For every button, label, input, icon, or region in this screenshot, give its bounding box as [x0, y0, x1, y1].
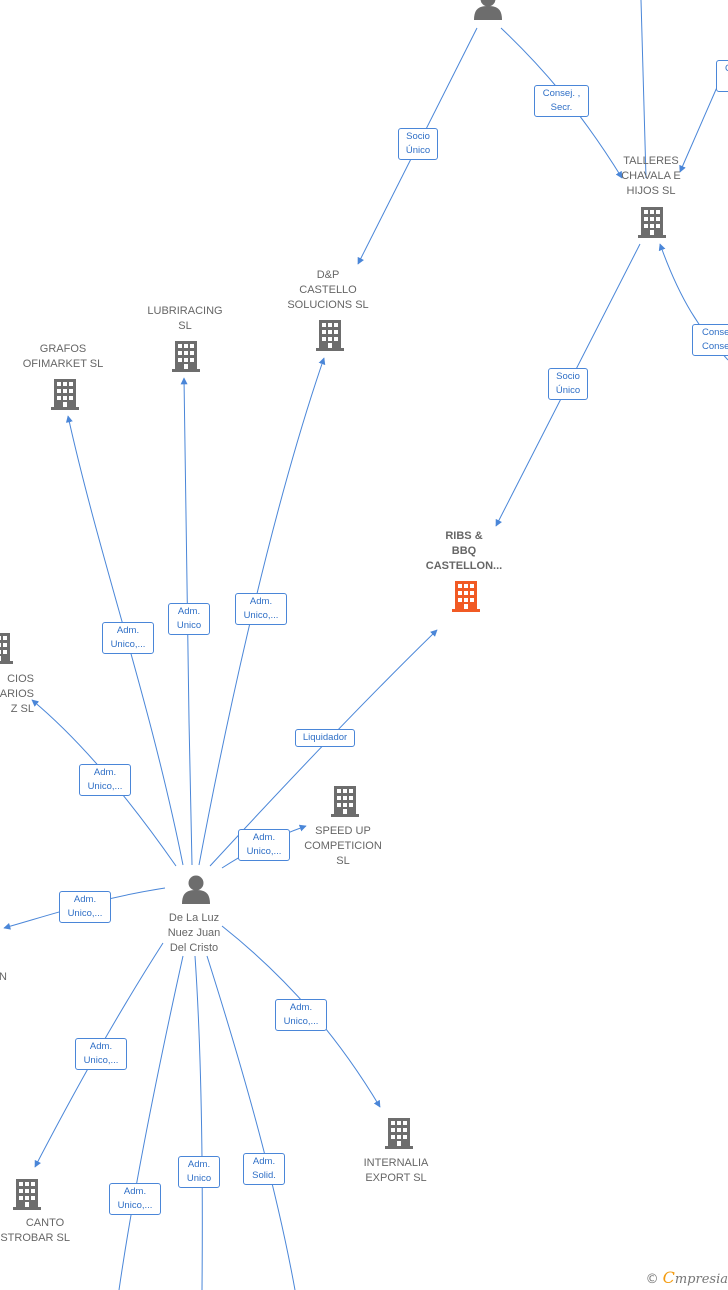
talleres-building-icon[interactable]	[638, 207, 666, 238]
edge-label-cut-right[interactable]: Conse Conse	[692, 324, 728, 356]
node-label-left-n[interactable]: N	[0, 971, 7, 983]
speed-up-building-icon[interactable]	[331, 786, 359, 817]
node-label-dp-castello[interactable]: D&P CASTELLO SOLUCIONS SL	[287, 269, 369, 311]
edge-label-adm-speed[interactable]: Adm. Unico,...	[238, 829, 290, 861]
edge-label-adm-canto[interactable]: Adm. Unico,...	[75, 1038, 127, 1070]
node-label-center-person[interactable]: De La Luz Nuez Juan Del Cristo	[167, 912, 221, 954]
edge-label-adm-bottom-1[interactable]: Adm. Unico,...	[109, 1183, 161, 1215]
brand-name: mpresia	[674, 1272, 728, 1287]
leftcut-building-icon[interactable]	[0, 633, 13, 664]
edge-topright-to-talleres	[640, 0, 647, 179]
node-label-speed-up[interactable]: SPEED UP COMPETICION SL	[304, 825, 382, 867]
edge-center-b2	[194, 955, 203, 1290]
edge-label-socio-unico-ribs[interactable]: Socio Único	[548, 368, 588, 400]
edge-label-liquidador[interactable]: Liquidador	[295, 729, 355, 747]
dp-castello-building-icon[interactable]	[316, 320, 344, 351]
edge-label-cut-top-right[interactable]: C	[716, 60, 728, 92]
edge-label-adm-lubri[interactable]: Adm. Unico	[168, 603, 210, 635]
node-label-leftcut[interactable]: CIOS ARIOS Z SL	[0, 673, 34, 715]
center-person-icon[interactable]	[182, 875, 210, 905]
empresia-watermark: ©Cmpresia	[646, 1268, 728, 1287]
internalia-building-icon[interactable]	[385, 1118, 413, 1149]
node-label-grafos[interactable]: GRAFOS OFIMARKET SL	[22, 343, 104, 370]
edge-label-adm-internalia[interactable]: Adm. Unico,...	[275, 999, 327, 1031]
canto-building-icon[interactable]	[13, 1179, 41, 1210]
node-label-canto[interactable]: CANTO STROBAR SL	[0, 1217, 70, 1244]
edge-label-adm-leftcut[interactable]: Adm. Unico,...	[79, 764, 131, 796]
grafos-building-icon[interactable]	[51, 379, 79, 410]
lubriracing-building-icon[interactable]	[172, 341, 200, 372]
node-icons	[0, 0, 666, 1210]
node-label-ribs[interactable]: RIBS & BBQ CASTELLON...	[425, 530, 503, 572]
copyright-symbol: ©	[645, 1272, 659, 1287]
edge-label-socio-unico-top[interactable]: Socio Único	[398, 128, 438, 160]
edge-label-adm-dp[interactable]: Adm. Unico,...	[235, 593, 287, 625]
edge-label-adm-solid[interactable]: Adm. Solid.	[243, 1153, 285, 1185]
edge-label-adm-bottom-2[interactable]: Adm. Unico	[178, 1156, 220, 1188]
edge-label-consej-secr[interactable]: Consej. , Secr.	[534, 85, 589, 117]
brand-initial: C	[662, 1268, 675, 1287]
ribs-building-icon[interactable]	[452, 581, 480, 612]
edge-center-b3	[206, 955, 296, 1290]
node-label-lubriracing[interactable]: LUBRIRACING SL	[147, 305, 223, 332]
edge-label-adm-grafos[interactable]: Adm. Unico,...	[102, 622, 154, 654]
edge-center-b1	[118, 955, 184, 1290]
node-label-talleres[interactable]: TALLERES CHAVALA E HIJOS SL	[621, 155, 681, 197]
edge-label-adm-leftn[interactable]: Adm. Unico,...	[59, 891, 111, 923]
top-person-icon[interactable]	[474, 0, 502, 20]
node-label-internalia[interactable]: INTERNALIA EXPORT SL	[363, 1157, 429, 1184]
